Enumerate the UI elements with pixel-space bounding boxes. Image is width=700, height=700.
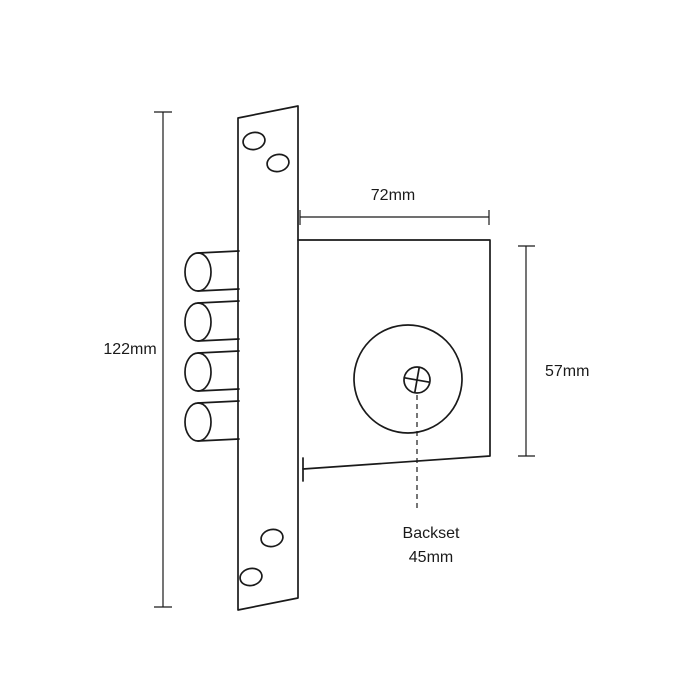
bolt-1-body xyxy=(197,250,240,292)
bolt-3-end xyxy=(184,352,212,392)
bolt-2-end xyxy=(184,302,212,342)
bolt-3 xyxy=(184,350,240,392)
label-overall-height: 122mm xyxy=(103,341,156,358)
dimension-overall-height: 122mm xyxy=(103,111,172,608)
screw-hole-top-left xyxy=(242,131,266,151)
screw-hole-top-right xyxy=(266,153,290,173)
bolt-2-body xyxy=(197,300,240,342)
lock-case xyxy=(297,239,491,470)
label-backset-value: 45mm xyxy=(409,549,453,566)
faceplate xyxy=(237,105,299,611)
cylinder-boss xyxy=(353,324,463,434)
screw-hole-bottom-left xyxy=(239,567,263,587)
bolt-4-body xyxy=(197,400,240,442)
bolt-4 xyxy=(184,400,240,442)
label-case-width: 72mm xyxy=(371,187,415,204)
dimension-case-height: 57mm xyxy=(518,245,589,457)
bolt-1 xyxy=(184,250,240,292)
label-backset-title: Backset xyxy=(403,525,460,542)
dimension-case-width: 72mm xyxy=(299,187,490,225)
bolt-4-end xyxy=(184,402,212,442)
cylinder-screw-cross-icon xyxy=(404,367,430,393)
label-case-height: 57mm xyxy=(545,363,589,380)
bolt-1-end xyxy=(184,252,212,292)
bolt-3-body xyxy=(197,350,240,392)
backset-label-group: Backset 45mm xyxy=(403,525,460,566)
screw-hole-bottom-right xyxy=(260,528,284,548)
screw-cross-lines xyxy=(404,367,430,393)
bolt-2 xyxy=(184,300,240,342)
cylinder-screw xyxy=(403,366,431,394)
